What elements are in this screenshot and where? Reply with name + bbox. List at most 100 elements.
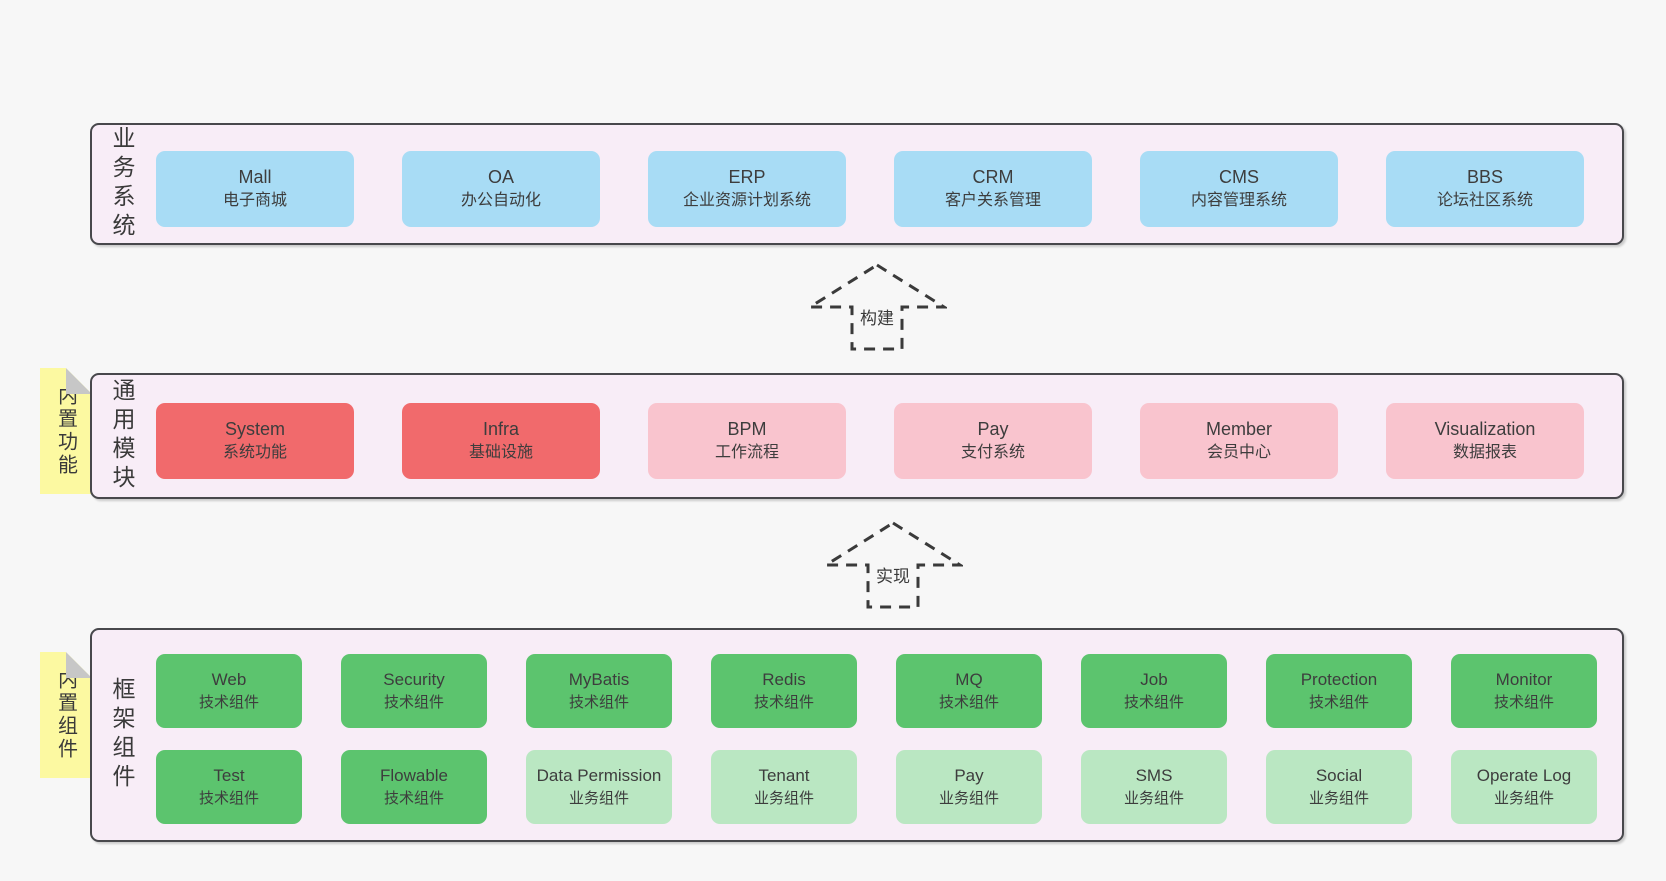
- box-subtitle: 技术组件: [568, 694, 629, 712]
- box-title: Tenant: [758, 766, 810, 786]
- box-title: Monitor: [1495, 670, 1553, 690]
- box-tenant: Tenant 业务组件: [711, 750, 857, 824]
- box-redis: Redis 技术组件: [711, 654, 857, 728]
- box-title: BBS: [1466, 166, 1504, 187]
- business-box-row: Mall 电子商城 OA 办公自动化 ERP 企业资源计划系统 CRM 客户关系…: [156, 151, 1584, 227]
- box-infra: Infra 基础设施: [402, 403, 600, 479]
- layer-label: 通用模块: [109, 378, 135, 494]
- box-subtitle: 技术组件: [383, 694, 444, 712]
- block-arrow-up-icon: [807, 263, 947, 351]
- box-pay-component: Pay 业务组件: [896, 750, 1042, 824]
- sticky-tag-built-in-features: 内置功能: [40, 368, 92, 494]
- box-title: MyBatis: [568, 670, 630, 690]
- biz-components-row: Test 技术组件 Flowable 技术组件 Data Permission …: [156, 750, 1597, 824]
- box-subtitle: 工作流程: [714, 444, 779, 462]
- tech-components-row: Web 技术组件 Security 技术组件 MyBatis 技术组件 Redi…: [156, 654, 1597, 728]
- box-crm: CRM 客户关系管理: [894, 151, 1092, 227]
- box-data-permission: Data Permission 业务组件: [526, 750, 672, 824]
- box-title: Flowable: [379, 766, 449, 786]
- arrow-up-build: 构建: [807, 262, 947, 352]
- box-oa: OA 办公自动化: [402, 151, 600, 227]
- box-test: Test 技术组件: [156, 750, 302, 824]
- box-subtitle: 技术组件: [938, 694, 999, 712]
- box-subtitle: 支付系统: [960, 444, 1025, 462]
- box-bbs: BBS 论坛社区系统: [1386, 151, 1584, 227]
- sticky-tag-built-in-components: 内置组件: [40, 652, 92, 778]
- box-subtitle: 业务组件: [568, 790, 629, 808]
- box-mall: Mall 电子商城: [156, 151, 354, 227]
- folded-corner-icon: [66, 368, 92, 394]
- box-subtitle: 数据报表: [1452, 444, 1517, 462]
- box-subtitle: 业务组件: [1493, 790, 1554, 808]
- box-system: System 系统功能: [156, 403, 354, 479]
- layer-label: 业务系统: [109, 126, 135, 242]
- box-title: Data Permission: [536, 766, 662, 786]
- box-job: Job 技术组件: [1081, 654, 1227, 728]
- box-subtitle: 技术组件: [198, 694, 259, 712]
- box-title: Web: [211, 670, 247, 690]
- box-mq: MQ 技术组件: [896, 654, 1042, 728]
- box-sms: SMS 业务组件: [1081, 750, 1227, 824]
- sticky-tag-label: 内置组件: [54, 669, 77, 761]
- box-subtitle: 技术组件: [1308, 694, 1369, 712]
- box-subtitle: 会员中心: [1206, 444, 1271, 462]
- box-operate-log: Operate Log 业务组件: [1451, 750, 1597, 824]
- box-subtitle: 内容管理系统: [1190, 192, 1287, 210]
- box-title: System: [224, 418, 285, 439]
- box-web: Web 技术组件: [156, 654, 302, 728]
- box-subtitle: 办公自动化: [460, 192, 541, 210]
- box-subtitle: 技术组件: [753, 694, 814, 712]
- box-title: Visualization: [1434, 418, 1536, 439]
- arrow-label: 实现: [873, 562, 913, 587]
- box-subtitle: 电子商城: [222, 192, 287, 210]
- box-title: Infra: [482, 418, 520, 439]
- box-subtitle: 业务组件: [1308, 790, 1369, 808]
- box-title: SMS: [1135, 766, 1173, 786]
- box-title: Test: [213, 766, 245, 786]
- box-bpm: BPM 工作流程: [648, 403, 846, 479]
- block-arrow-up-icon: [823, 521, 963, 609]
- box-subtitle: 技术组件: [1123, 694, 1184, 712]
- box-title: BPM: [727, 418, 767, 439]
- box-pay-system: Pay 支付系统: [894, 403, 1092, 479]
- box-title: Mall: [238, 166, 272, 187]
- box-title: Security: [383, 670, 445, 690]
- box-monitor: Monitor 技术组件: [1451, 654, 1597, 728]
- box-subtitle: 技术组件: [383, 790, 444, 808]
- box-visualization: Visualization 数据报表: [1386, 403, 1584, 479]
- box-title: Pay: [977, 418, 1009, 439]
- layer-label: 框架组件: [109, 677, 135, 793]
- layer-common-modules: 通用模块 System 系统功能 Infra 基础设施 BPM 工作流程 Pay…: [90, 373, 1624, 499]
- layer-business-systems: 业务系统 Mall 电子商城 OA 办公自动化 ERP 企业资源计划系统 CRM…: [90, 123, 1624, 245]
- box-subtitle: 业务组件: [1123, 790, 1184, 808]
- folded-corner-icon: [66, 652, 92, 678]
- box-title: Redis: [762, 670, 806, 690]
- box-erp: ERP 企业资源计划系统: [648, 151, 846, 227]
- box-title: MQ: [955, 670, 983, 690]
- box-title: CMS: [1219, 166, 1259, 187]
- arrow-label: 构建: [857, 304, 897, 329]
- box-title: Social: [1315, 766, 1363, 786]
- box-title: Pay: [954, 766, 984, 786]
- box-title: Member: [1205, 418, 1272, 439]
- modules-box-row: System 系统功能 Infra 基础设施 BPM 工作流程 Pay 支付系统…: [156, 403, 1584, 479]
- box-cms: CMS 内容管理系统: [1140, 151, 1338, 227]
- box-mybatis: MyBatis 技术组件: [526, 654, 672, 728]
- box-subtitle: 技术组件: [1493, 694, 1554, 712]
- box-social: Social 业务组件: [1266, 750, 1412, 824]
- box-subtitle: 系统功能: [222, 444, 287, 462]
- box-title: Protection: [1300, 670, 1378, 690]
- box-subtitle: 业务组件: [753, 790, 814, 808]
- box-member: Member 会员中心: [1140, 403, 1338, 479]
- box-title: CRM: [972, 166, 1014, 187]
- box-subtitle: 业务组件: [938, 790, 999, 808]
- box-subtitle: 论坛社区系统: [1436, 192, 1533, 210]
- box-title: Job: [1140, 670, 1168, 690]
- box-title: OA: [487, 166, 514, 187]
- box-title: Operate Log: [1476, 766, 1572, 786]
- box-protection: Protection 技术组件: [1266, 654, 1412, 728]
- box-subtitle: 技术组件: [198, 790, 259, 808]
- box-flowable: Flowable 技术组件: [341, 750, 487, 824]
- box-subtitle: 基础设施: [468, 444, 533, 462]
- box-security: Security 技术组件: [341, 654, 487, 728]
